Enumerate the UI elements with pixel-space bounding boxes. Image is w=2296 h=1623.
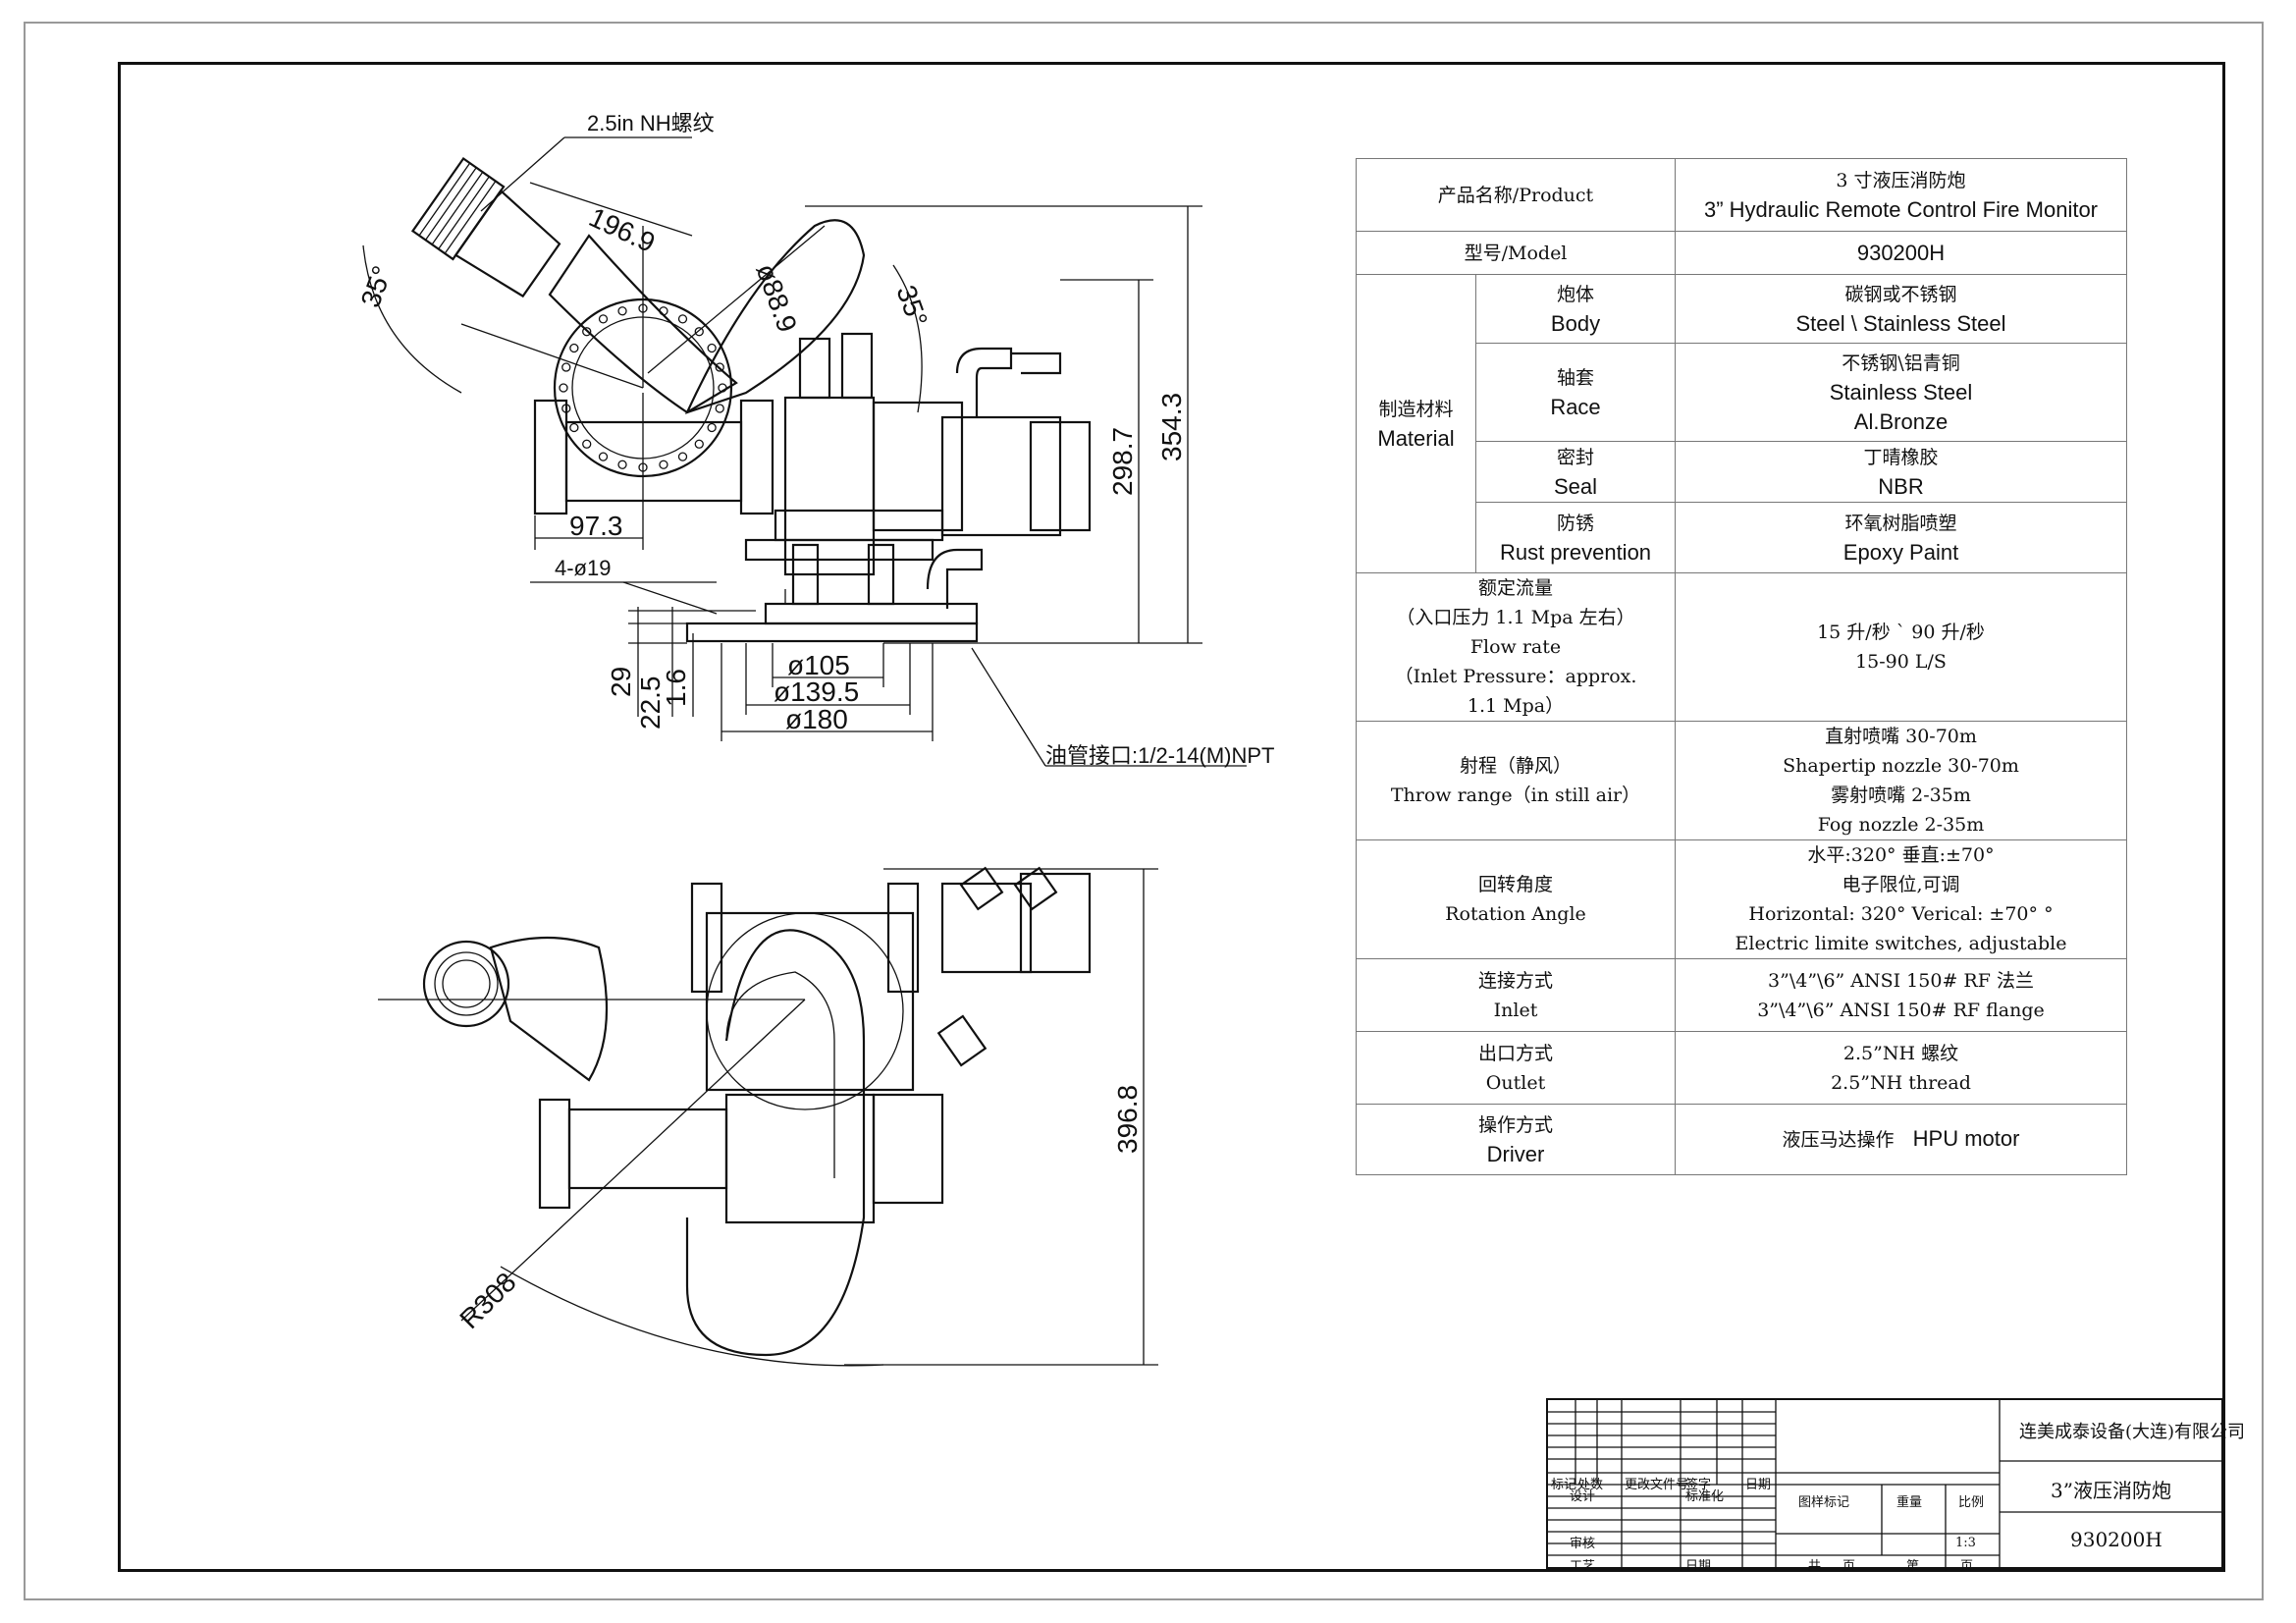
ring-bolt-hole [598,452,609,461]
dim-angle-right: 35° [890,281,934,330]
holes-callout: 4-ø19 [555,556,611,580]
dim-29: 29 [606,667,636,697]
dim-22-5: 22.5 [635,676,666,730]
ring-bolt-hole [659,306,668,316]
dim-97-3: 97.3 [569,511,623,541]
ring-bolt-hole [707,343,717,353]
dim-105: ø105 [787,650,850,680]
tb-change-doc: 更改文件号 [1625,1478,1689,1492]
tb-scale: 比例 [1958,1495,1985,1510]
front-view [362,136,1247,767]
thread-callout: 2.5in NH螺纹 [587,111,715,135]
oil-port-callout: 油管接口:1/2-14(M)NPT [1045,743,1274,768]
ring-bolt-hole [659,460,668,469]
product-label: 产品名称/Product [1356,158,1676,232]
ring-bolt-hole [569,422,579,433]
throw-label: 射程（静风）Throw range（in still air） [1356,721,1676,840]
title-block-grid [1548,1400,2225,1571]
ring-bolt-hole [677,452,688,461]
tb-drawing-title: 3”液压消防炮 [2051,1479,2171,1502]
tb-drawing-mark: 图样标记 [1798,1495,1850,1510]
tb-total: 共 [1808,1559,1822,1574]
tb-sheet-unit: 页 [1842,1559,1856,1574]
ring-bolt-hole [582,327,592,337]
ring-bolt-hole [707,422,717,433]
dim-angle-left: 35° [355,262,399,311]
tb-standardize: 标准化 [1685,1489,1725,1504]
tb-scale-value: 1:3 [1955,1536,1976,1550]
dim-196-9: 196.9 [584,201,660,258]
ring-bolt-hole [715,404,724,413]
flow-label: 额定流量（入口压力 1.1 Mpa 左右）Flow rate（Inlet Pre… [1356,572,1676,722]
ring-bolt-hole [559,383,568,393]
ring-bolt-hole [561,362,571,372]
tb-design: 设计 [1570,1489,1596,1504]
dim-298-7: 298.7 [1107,427,1138,496]
ring-bolt-hole [617,460,627,469]
dim-354-3: 354.3 [1156,393,1187,461]
driver-value: 液压马达操作 HPU motor [1675,1104,2127,1175]
dim-396-8: 396.8 [1112,1085,1143,1154]
ring-bolt-hole [569,343,579,353]
tb-sheet-no: 第 [1906,1559,1920,1574]
tb-date2: 日期 [1685,1559,1712,1574]
dim-180: ø180 [785,704,848,734]
tb-sheet-unit2: 页 [1960,1559,1974,1574]
ring-bolt-hole [718,383,727,393]
tb-drawing-number: 930200H [2070,1528,2163,1551]
dim-88-9: ø88.9 [750,259,803,336]
dim-139-5: ø139.5 [774,676,859,707]
top-view [378,866,1158,1367]
ring-bolt-hole [694,327,704,337]
tb-date: 日期 [1745,1478,1772,1492]
model-value: 930200H [1675,231,2127,275]
outer-border [24,22,2264,1600]
tb-process: 工艺 [1570,1559,1596,1574]
tb-mark: 标记 [1551,1478,1577,1492]
ring-bolt-hole [677,314,688,324]
ring-bolt-hole [715,362,724,372]
tb-review: 审核 [1570,1537,1596,1551]
dim-r308: R308 [454,1267,521,1334]
ring-bolt-hole [617,306,627,316]
tb-signature: 签字 [1685,1478,1712,1492]
dim-1-6: 1.6 [661,669,691,707]
tb-company: 连美成泰设备(大连)有限公司 [2019,1422,2246,1442]
title-block: 标记 处数 更改文件号 签字 日期 设计 标准化 图样标记 重量 比例 1:3 … [1546,1398,2245,1574]
drawing-frame [118,62,2225,1572]
ring-bolt-hole [694,439,704,449]
tb-count: 处数 [1577,1478,1604,1492]
model-label: 型号/Model [1356,231,1676,275]
ring-bolt-hole [598,314,609,324]
tb-weight: 重量 [1896,1495,1923,1510]
ring-bolt-hole [582,439,592,449]
